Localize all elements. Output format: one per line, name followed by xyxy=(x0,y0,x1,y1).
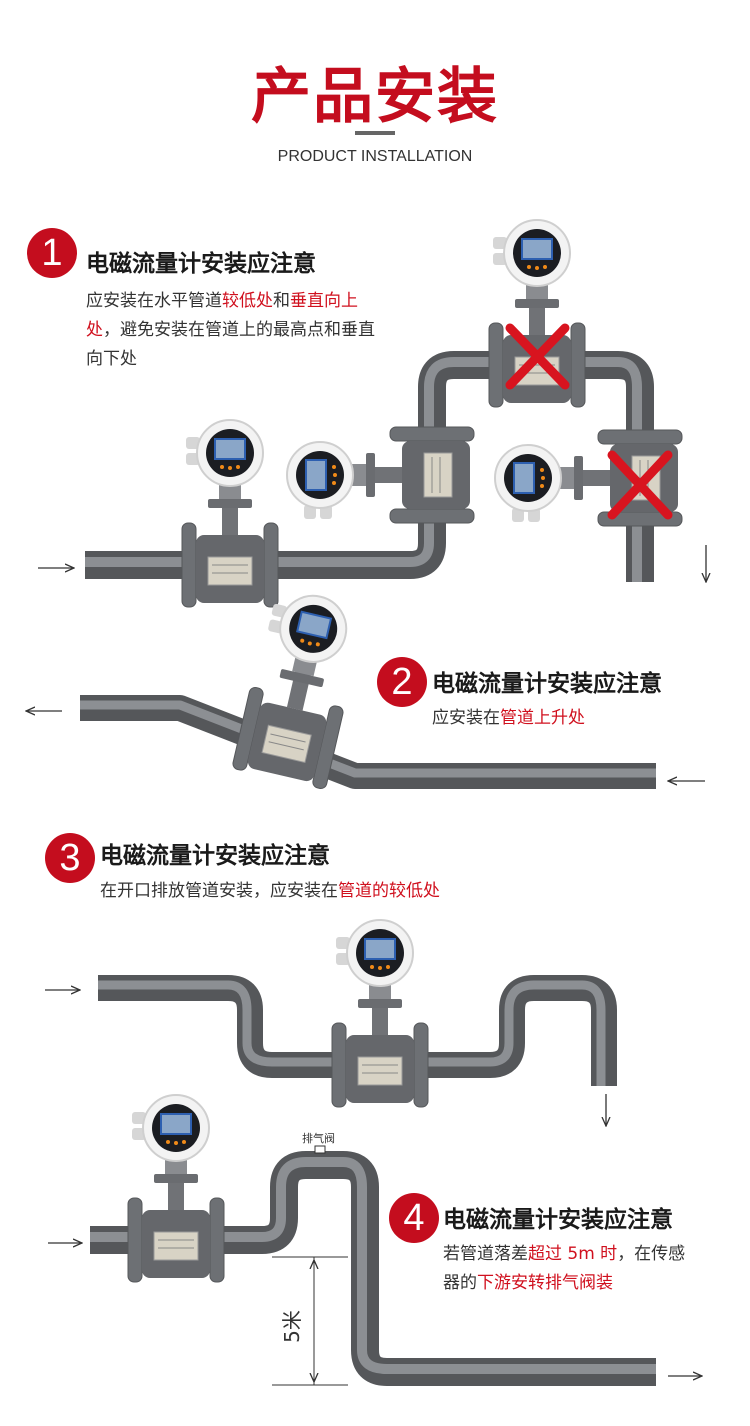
highlight-text: 超过 5m 时 xyxy=(528,1244,618,1264)
section-title: 电磁流量计安装应注意 xyxy=(443,1207,673,1233)
section-description: 应安装在水平管道较低处和垂直向上处，避免安装在管道上的最高点和垂直向下处 xyxy=(86,287,378,374)
cross-icon xyxy=(607,450,673,520)
step-number-badge: 4 xyxy=(389,1193,439,1243)
vent-valve-icon xyxy=(314,1145,326,1154)
section-description: 若管道落差超过 5m 时，在传感器的下游安转排气阀装 xyxy=(443,1240,693,1298)
section-title: 电磁流量计安装应注意 xyxy=(432,671,662,697)
highlight-text: 下游安转排气阀装 xyxy=(477,1273,613,1293)
text-segment: 和 xyxy=(273,291,290,311)
step-number-badge: 3 xyxy=(45,833,95,883)
flowmeter-open-discharge xyxy=(331,919,429,1108)
highlight-text: 垂直向上处 xyxy=(86,291,358,340)
highlight-text: 管道上升处 xyxy=(500,708,585,728)
step-number-badge: 1 xyxy=(27,228,77,278)
page-title: 产品安装 xyxy=(251,62,499,132)
section-description: 在开口排放管道安装，应安装在管道的较低处 xyxy=(100,877,440,906)
text-segment: 在开口排放管道安装，应安装在 xyxy=(100,881,338,901)
page-subtitle: PRODUCT INSTALLATION xyxy=(277,148,473,165)
section-1-pipe xyxy=(85,351,654,582)
text-segment: ，在传感器的 xyxy=(443,1244,686,1293)
height-label: 5米 xyxy=(279,1310,304,1343)
highlight-text: 较低处 xyxy=(222,291,273,311)
flowmeter-with-vent-valve xyxy=(127,1094,225,1283)
text-segment: 应安装在水平管道 xyxy=(86,291,222,311)
height-dimension xyxy=(272,1256,348,1386)
text-segment: 若管道落差 xyxy=(443,1244,528,1264)
text-segment: ，避免安装在管道上的最高点和垂直向下处 xyxy=(86,320,375,369)
section-description: 应安装在管道上升处 xyxy=(432,704,585,733)
flowmeter-vertical-up-correct xyxy=(286,426,475,524)
section-title: 电磁流量计安装应注意 xyxy=(100,843,330,869)
cross-icon xyxy=(505,323,570,390)
flowmeter-vertical-down-wrong xyxy=(494,429,683,527)
section-title: 电磁流量计安装应注意 xyxy=(86,251,316,277)
section-4-pipe xyxy=(90,1151,656,1386)
flowmeter-horizontal-correct xyxy=(181,419,279,608)
section-3-pipe xyxy=(98,975,617,1086)
vent-valve-label: 排气阀 xyxy=(302,1132,335,1145)
highlight-text: 管道的较低处 xyxy=(338,881,440,901)
step-number-badge: 2 xyxy=(377,657,427,707)
title-divider xyxy=(355,131,395,135)
flowmeter-top-wrong xyxy=(488,219,586,408)
text-segment: 应安装在 xyxy=(432,708,500,728)
